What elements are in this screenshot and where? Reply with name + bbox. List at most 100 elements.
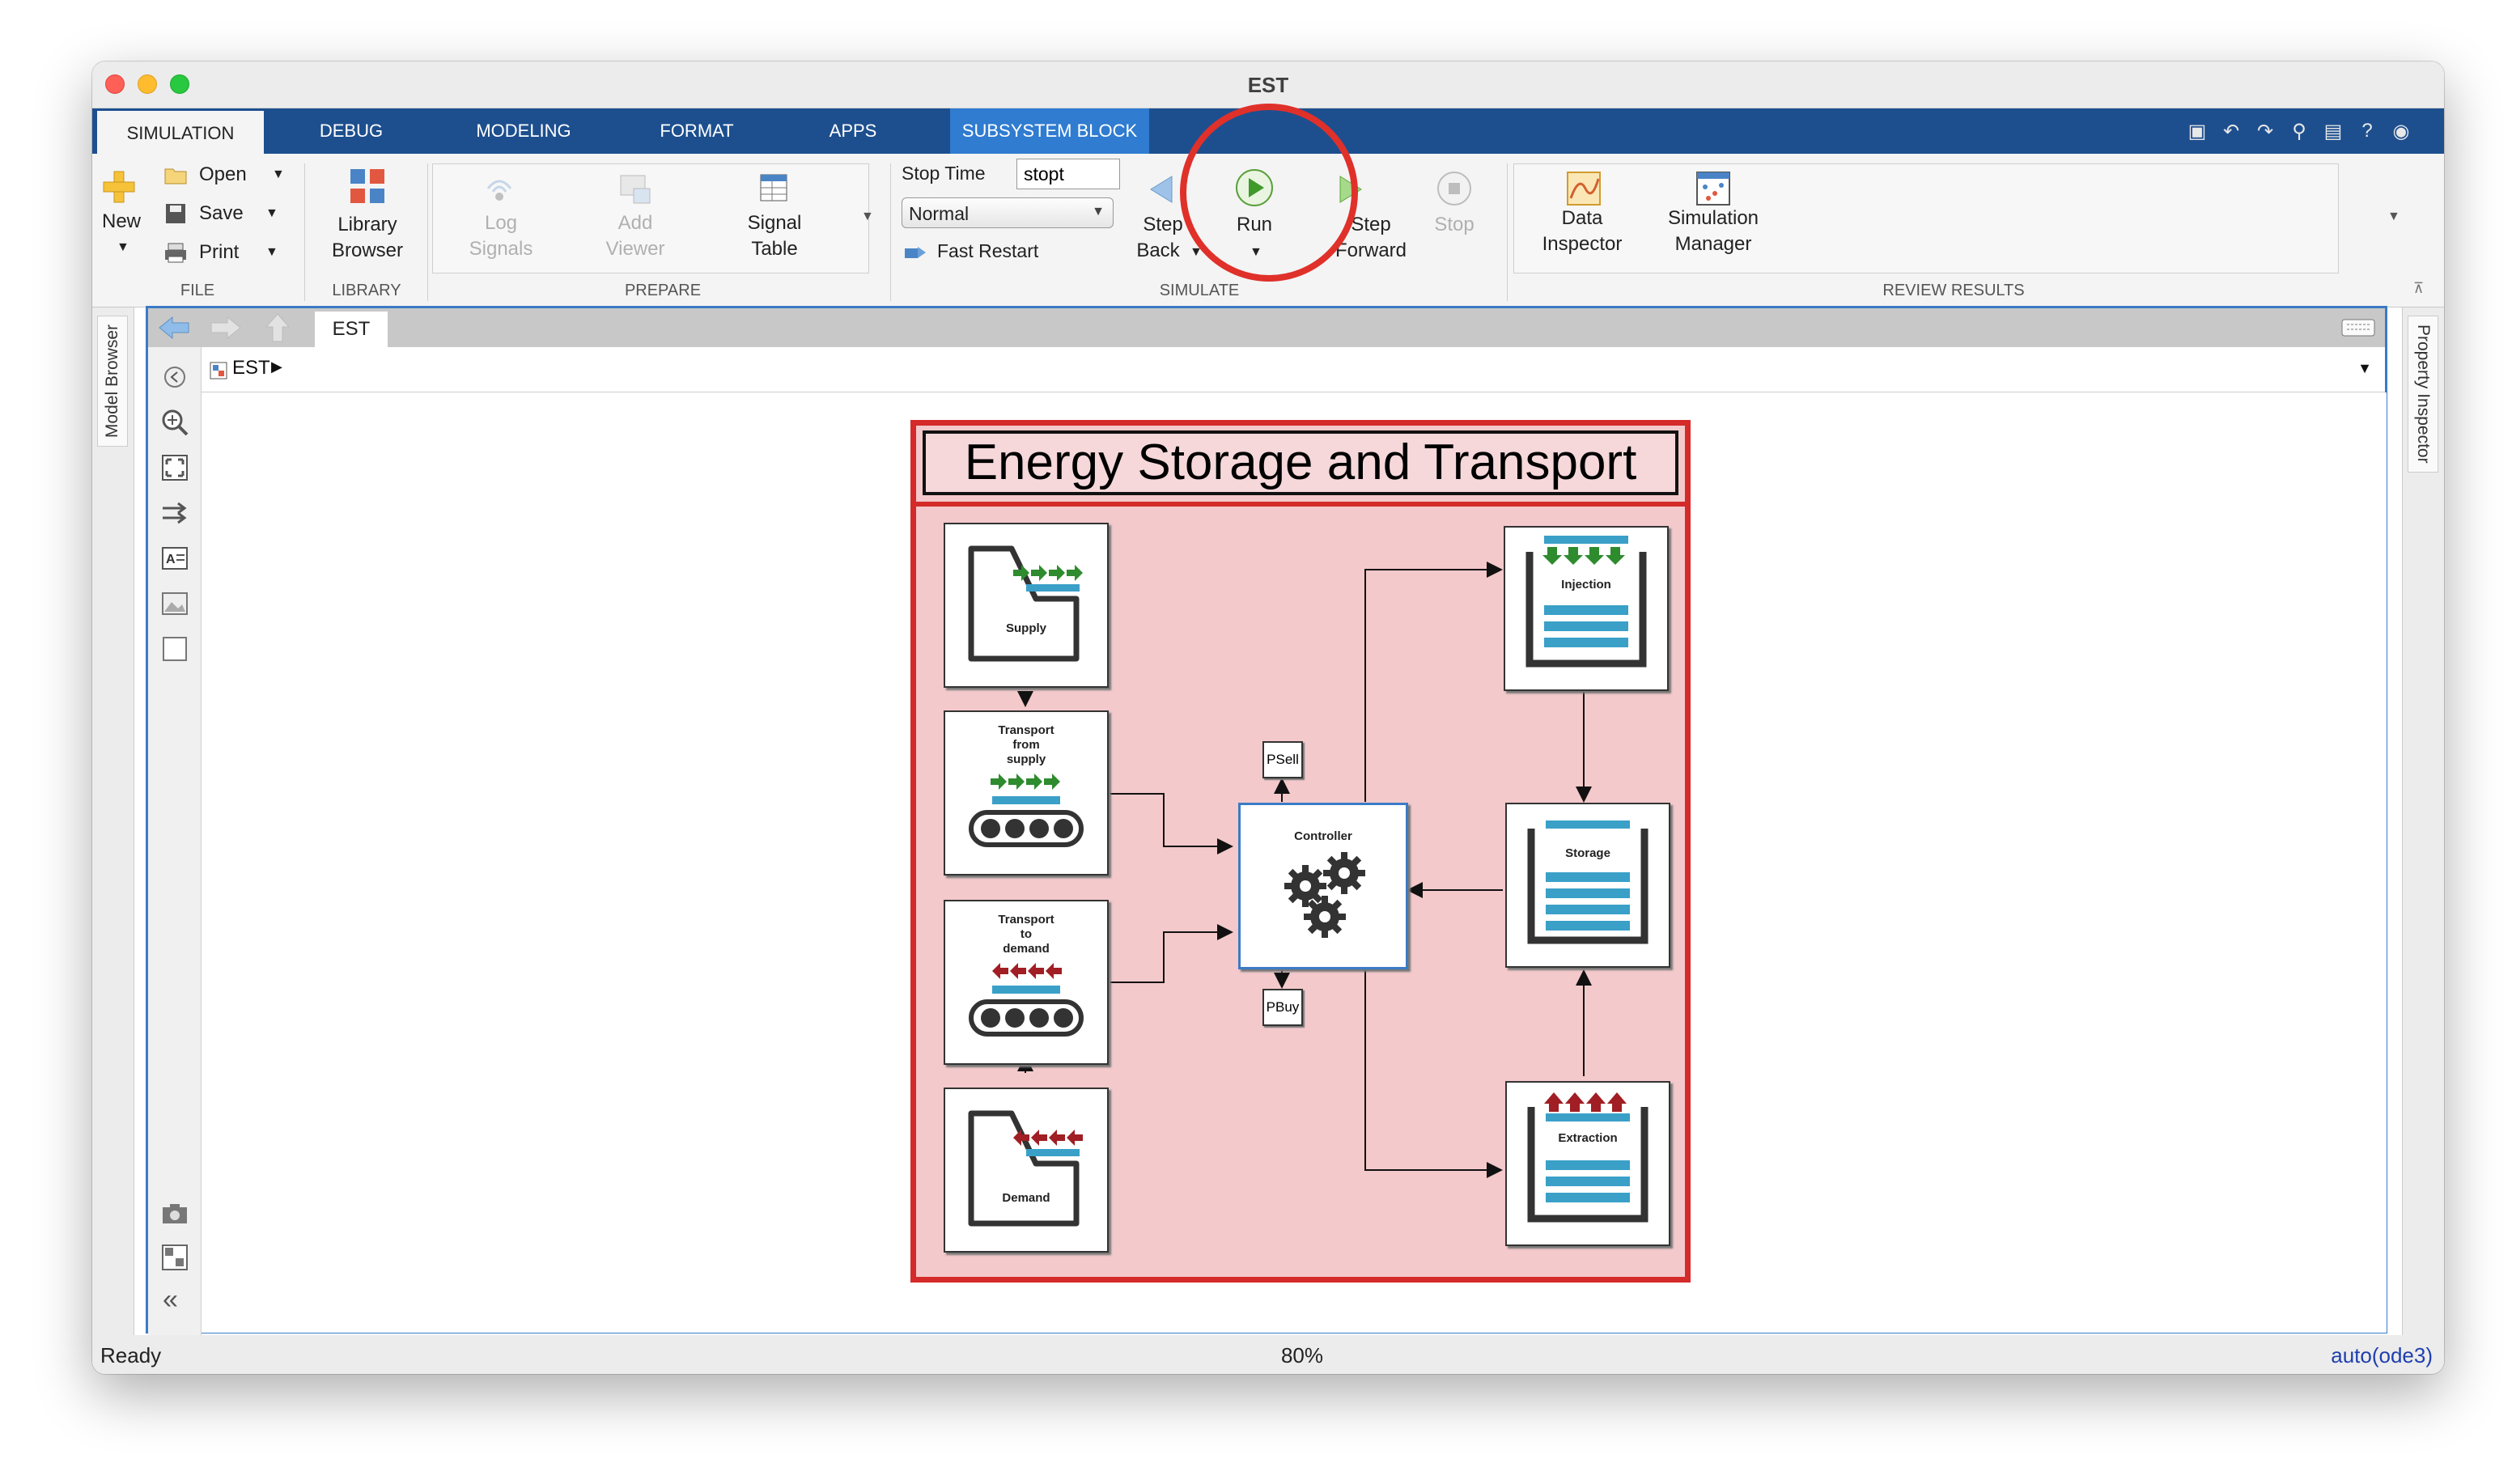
transport-from-supply-label-2: from [1012, 738, 1040, 752]
minimize-window-button[interactable] [138, 74, 157, 94]
collapse-toolstrip-icon[interactable]: ⊼ [2413, 280, 2425, 296]
new-dropdown-icon[interactable]: ▼ [117, 240, 129, 254]
zoom-window-button[interactable] [170, 74, 189, 94]
log-signals-button-line2[interactable]: Signals [469, 238, 533, 260]
transport-from-supply-block[interactable]: Transport from supply [944, 710, 1109, 876]
collapse-palette-icon[interactable]: « [163, 1284, 178, 1315]
library-browser-button-line2[interactable]: Browser [331, 240, 404, 261]
open-button[interactable]: Open [199, 163, 247, 185]
annotation-icon[interactable]: A [159, 543, 190, 574]
simulation-manager-button[interactable]: Simulation [1667, 207, 1759, 229]
zoom-level[interactable]: 80% [1280, 1343, 1324, 1367]
est-subsystem-area: Energy Storage and Transport [910, 420, 1691, 1283]
divider [890, 163, 891, 301]
injection-label: Injection [1561, 578, 1611, 591]
supply-icon [968, 545, 1083, 662]
breadcrumb-arrow-icon[interactable]: ▶ [271, 358, 282, 375]
property-inspector-tab[interactable]: Property Inspector [2408, 316, 2438, 473]
add-viewer-button[interactable]: Add [617, 212, 653, 234]
extraction-block[interactable]: Extraction [1505, 1081, 1670, 1246]
step-forward-button-line2[interactable]: Forward [1334, 240, 1407, 261]
tab-debug[interactable]: DEBUG [319, 121, 384, 141]
prepare-gallery-expand-icon[interactable]: ▼ [861, 210, 874, 223]
tab-format[interactable]: FORMAT [660, 121, 734, 141]
stop-time-input[interactable] [1016, 159, 1120, 189]
step-back-icon [1144, 172, 1180, 207]
save-button[interactable]: Save [199, 202, 244, 224]
log-signals-button[interactable]: Log [484, 212, 518, 234]
model-browser-tab[interactable]: Model Browser [97, 316, 128, 447]
close-window-button[interactable] [105, 74, 125, 94]
step-forward-button[interactable]: Step [1351, 214, 1391, 235]
stop-time-label: Stop Time [902, 163, 986, 184]
stop-icon [1432, 167, 1476, 210]
image-icon[interactable] [159, 588, 190, 619]
breadcrumb[interactable]: EST [232, 357, 270, 379]
divider [1507, 163, 1508, 301]
fast-restart-button[interactable]: Fast Restart [937, 240, 1039, 261]
tab-modeling[interactable]: MODELING [476, 121, 571, 141]
print-button[interactable]: Print [199, 241, 240, 263]
screenshot-camera-icon[interactable] [159, 1198, 190, 1229]
open-dropdown-icon[interactable]: ▼ [272, 167, 285, 181]
storage-block[interactable]: Storage [1505, 803, 1670, 968]
step-back-button[interactable]: Step [1143, 214, 1183, 235]
injection-block[interactable]: Injection [1504, 526, 1669, 691]
search-icon[interactable]: ⚲ [2292, 120, 2306, 142]
transport-to-demand-block[interactable]: Transport to demand [944, 900, 1109, 1065]
conveyor-reverse-icon [969, 963, 1084, 1037]
tab-apps[interactable]: APPS [829, 121, 877, 141]
help-icon[interactable]: ? [2361, 120, 2373, 142]
area-icon[interactable] [159, 634, 190, 664]
redo-icon[interactable]: ↷ [2256, 120, 2274, 142]
fit-to-view-icon[interactable] [159, 452, 190, 483]
simulation-mode-select[interactable]: Normal ▼ [902, 197, 1114, 228]
step-back-button-line2[interactable]: Back [1136, 240, 1180, 261]
simulation-manager-button-line2[interactable]: Manager [1674, 233, 1752, 255]
signal-table-button[interactable]: Signal [747, 212, 802, 234]
editor-nav-bar: EST [148, 308, 2385, 347]
pbuy-outport[interactable]: PBuy [1262, 989, 1303, 1026]
extraction-label: Extraction [1558, 1131, 1618, 1145]
supply-block[interactable]: Supply [944, 523, 1109, 688]
route-lines-icon[interactable] [159, 498, 190, 528]
demand-icon [968, 1110, 1083, 1227]
transport-to-demand-label-3: demand [1003, 942, 1050, 956]
injection-icon [1525, 536, 1647, 668]
hide-explorer-bar-icon[interactable] [161, 363, 189, 391]
demand-block[interactable]: Demand [944, 1088, 1109, 1253]
back-arrow-icon[interactable] [156, 313, 192, 342]
review-gallery-expand-icon[interactable]: ▼ [2387, 210, 2400, 223]
solver-link[interactable]: auto(ode3) [2331, 1343, 2433, 1367]
data-inspector-button[interactable]: Data [1561, 207, 1603, 229]
new-button[interactable]: New [102, 210, 142, 232]
section-file-label: FILE [180, 282, 215, 299]
transport-to-demand-label-2: to [1020, 927, 1033, 941]
signal-table-button-line2[interactable]: Table [751, 238, 798, 260]
tab-subsystem-block[interactable]: SUBSYSTEM BLOCK [950, 108, 1149, 154]
psell-outport[interactable]: PSell [1262, 741, 1303, 778]
up-arrow-icon[interactable] [261, 312, 294, 344]
library-browser-button[interactable]: Library [337, 214, 397, 235]
undo-icon[interactable]: ↶ [2222, 120, 2240, 142]
breadcrumb-history-dropdown-icon[interactable]: ▼ [2357, 360, 2372, 376]
add-viewer-button-line2[interactable]: Viewer [605, 238, 665, 260]
keyboard-icon[interactable] [2340, 315, 2377, 341]
tab-simulation[interactable]: SIMULATION [97, 108, 264, 154]
stop-button[interactable]: Stop [1434, 214, 1475, 235]
editor-tab-est[interactable]: EST [315, 312, 388, 347]
print-dropdown-icon[interactable]: ▼ [265, 245, 278, 259]
transport-from-supply-label-3: supply [1006, 753, 1046, 766]
forward-arrow-icon[interactable] [208, 313, 244, 342]
data-inspector-button-line2[interactable]: Inspector [1542, 233, 1623, 255]
breadcrumb-bar: EST ▶ ▼ [148, 347, 2385, 392]
new-icon[interactable] [100, 168, 138, 206]
chevron-down-icon: ▼ [1092, 205, 1105, 218]
model-browser-toggle-icon[interactable] [159, 1242, 190, 1273]
tile-icon[interactable]: ▤ [2323, 120, 2343, 142]
save-dropdown-icon[interactable]: ▼ [265, 206, 278, 220]
save-icon[interactable]: ▣ [2187, 120, 2207, 142]
zoom-icon[interactable] [159, 407, 190, 438]
controller-block[interactable]: Controller [1238, 803, 1408, 969]
minimize-toolstrip-icon[interactable]: ◉ [2392, 120, 2410, 142]
